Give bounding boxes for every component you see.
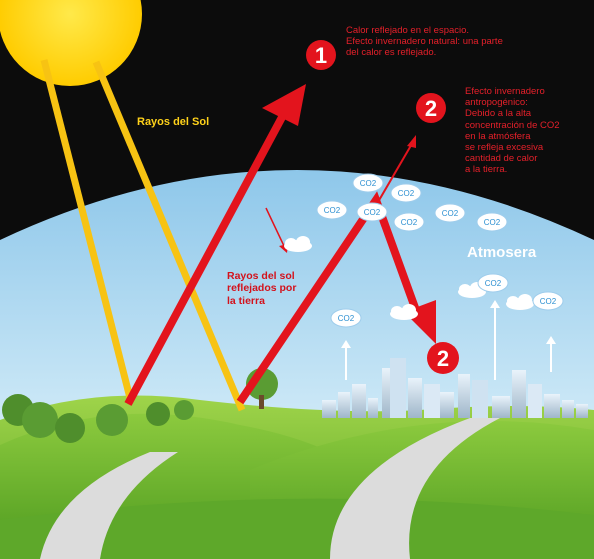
right-road (330, 418, 500, 559)
sun-icon (0, 0, 142, 86)
co2-label: CO2 (442, 209, 459, 218)
badge-1: 1 (306, 40, 336, 70)
co2-label: CO2 (485, 279, 502, 288)
co2-label: CO2 (484, 218, 501, 227)
co2-bubble: CO2 (330, 308, 362, 328)
front-hill (0, 498, 594, 559)
co2-label: CO2 (364, 208, 381, 217)
svg-text:1: 1 (315, 43, 327, 68)
co2-bubble: CO2 (393, 212, 425, 232)
reflected-rays-label: Rayos del sol reflejados por la tierra (227, 270, 297, 307)
co2-label: CO2 (401, 218, 418, 227)
co2-label: CO2 (324, 206, 341, 215)
atmosphere-label: Atmosera (467, 244, 537, 261)
co2-bubble: CO2 (390, 183, 422, 203)
heat-arrows (124, 84, 436, 406)
sun-rays (40, 59, 246, 412)
svg-text:2: 2 (437, 346, 449, 371)
co2-label: CO2 (338, 314, 355, 323)
co2-bubble: CO2 (352, 173, 384, 193)
callout-2-text: Efecto invernadero antropogénico: Debido… (465, 86, 560, 176)
callout-1-text: Calor reflejado en el espacio. Efecto in… (346, 25, 503, 59)
co2-label: CO2 (398, 189, 415, 198)
co2-bubble: CO2 (356, 202, 388, 222)
trees (2, 368, 278, 443)
co2-bubble: CO2 (316, 200, 348, 220)
co2-label: CO2 (540, 297, 557, 306)
arrow-head-up-1 (262, 84, 306, 126)
left-road (40, 452, 178, 559)
city-heat-arrows (341, 300, 556, 380)
city-skyline (322, 358, 588, 418)
badge-2-bottom: 2 (427, 342, 459, 374)
sun-rays-label: Rayos del Sol (137, 116, 210, 128)
co2-bubble: CO2 (532, 291, 564, 311)
co2-bubble: CO2 (434, 203, 466, 223)
co2-bubble: CO2 (476, 212, 508, 232)
badge-2-top: 2 (416, 93, 446, 123)
co2-label: CO2 (360, 179, 377, 188)
co2-bubble: CO2 (477, 273, 509, 293)
svg-text:2: 2 (425, 96, 437, 121)
